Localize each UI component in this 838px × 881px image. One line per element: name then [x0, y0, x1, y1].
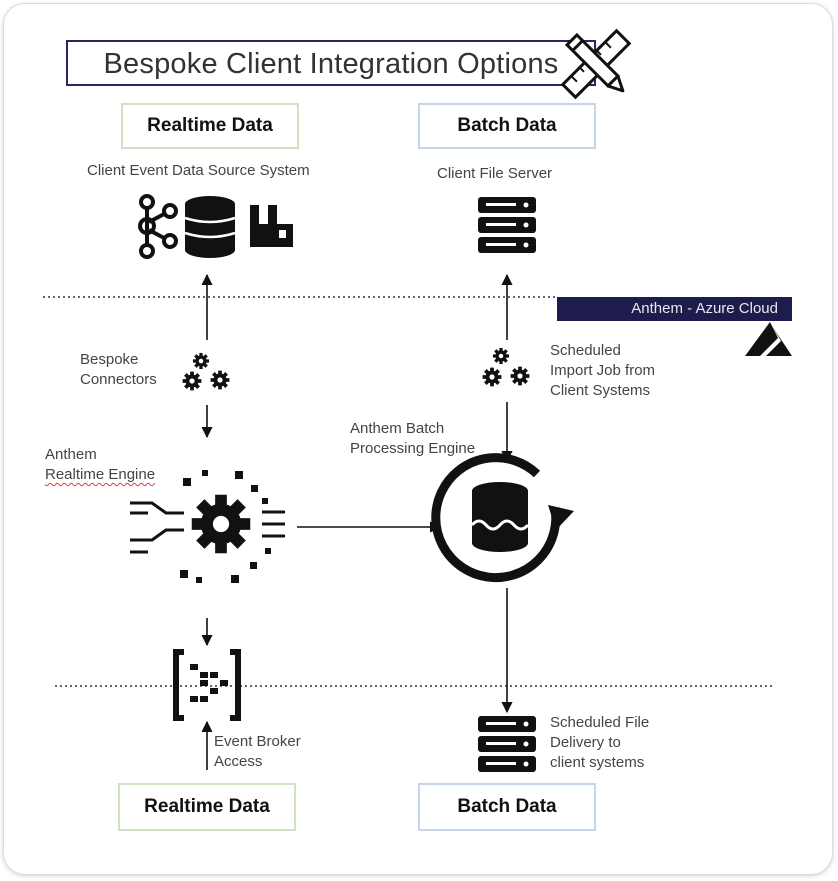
client-file-server-icon — [478, 197, 536, 253]
bespoke-connectors-gear-icon — [182, 352, 230, 391]
database-icon — [184, 196, 236, 258]
realtime-engine-label-line1: Anthem — [45, 446, 97, 463]
title-box: Bespoke Client Integration Options — [66, 40, 596, 86]
client-event-source-label: Client Event Data Source System — [87, 162, 310, 179]
batch-data-header-top: Batch Data — [418, 103, 596, 149]
client-file-server-label: Client File Server — [437, 165, 553, 182]
azure-cloud-banner: Anthem - Azure Cloud — [557, 297, 792, 321]
scheduled-import-label-line3: Client Systems — [550, 382, 651, 399]
event-broker-label-line2: Access — [214, 753, 263, 770]
batch-engine-label-line2: Processing Engine — [350, 440, 476, 457]
realtime-data-header-bottom: Realtime Data — [118, 783, 296, 831]
flow-arrows — [201, 273, 513, 770]
batch-engine-label-line1: Anthem Batch — [350, 420, 445, 437]
rabbitmq-icon — [250, 205, 293, 247]
batch-data-header-bottom: Batch Data — [418, 783, 596, 831]
realtime-engine-label-line2: Realtime Engine — [45, 466, 156, 483]
kafka-icon — [138, 194, 178, 259]
realtime-engine-icon — [130, 470, 285, 583]
pencil-ruler-icon — [560, 28, 632, 100]
event-broker-icon — [173, 640, 241, 730]
azure-logo-icon — [745, 322, 792, 356]
bespoke-connectors-label-line1: Bespoke — [80, 351, 139, 368]
event-broker-label-line1: Event Broker — [214, 733, 301, 750]
file-delivery-label-line3: client systems — [550, 754, 645, 771]
scheduled-import-label-line2: Import Job from — [550, 362, 656, 379]
diagram-title: Bespoke Client Integration Options — [103, 48, 559, 80]
scheduled-import-label-line1: Scheduled — [550, 342, 621, 359]
file-delivery-label-line2: Delivery to — [550, 734, 621, 751]
delivery-server-icon — [478, 716, 536, 772]
bespoke-connectors-label-line2: Connectors — [80, 371, 157, 388]
batch-engine-icon — [431, 453, 574, 583]
file-delivery-label-line1: Scheduled File — [550, 714, 650, 731]
realtime-data-header-top: Realtime Data — [121, 103, 299, 149]
scheduled-import-gear-icon — [482, 347, 530, 387]
